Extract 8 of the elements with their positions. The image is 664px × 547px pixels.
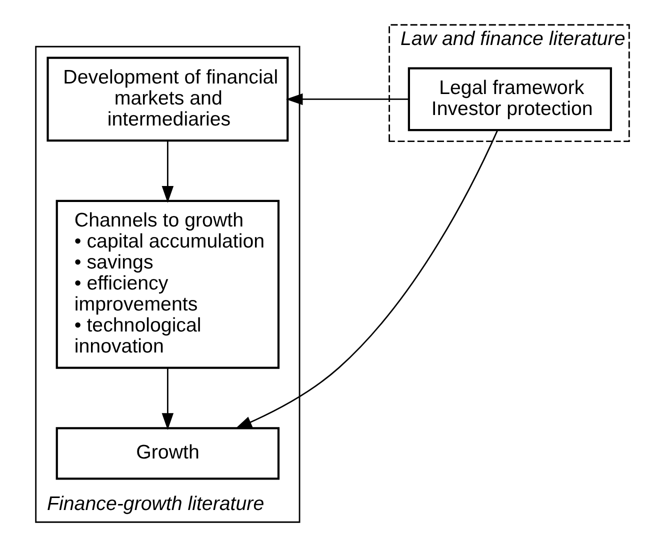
arrow bbox=[161, 368, 174, 430]
node-box: Development of financial markets and intermediaries bbox=[46, 56, 288, 142]
arrow bbox=[234, 130, 498, 429]
node-box: Legal framework Investor protection bbox=[407, 67, 612, 132]
node-box: Growth bbox=[55, 427, 280, 480]
node-box: Channels to growth • capital accumulation • savings • efficiency improvements • technological innovation bbox=[55, 200, 280, 369]
arrow bbox=[161, 140, 174, 203]
arrow bbox=[285, 93, 408, 106]
